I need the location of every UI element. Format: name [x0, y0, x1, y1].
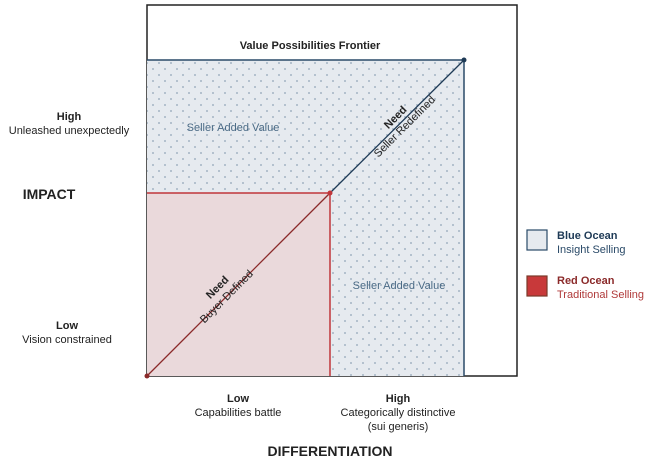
x-axis-label: DIFFERENTIATION: [268, 443, 393, 459]
legend-red-sub: Traditional Selling: [557, 289, 644, 301]
x-high-label: High: [386, 393, 411, 405]
legend-blue-title: Blue Ocean: [557, 230, 618, 242]
y-high-sub: Unleashed unexpectedly: [9, 125, 130, 137]
seller-need-diagonal: [329, 59, 465, 194]
seller-added-value-top: Seller Added Value: [187, 122, 280, 134]
y-low-sub: Vision constrained: [22, 334, 112, 346]
diagram-title: Value Possibilities Frontier: [240, 40, 381, 52]
legend: Blue Ocean Insight Selling Red Ocean Tra…: [526, 229, 644, 301]
y-low-label: Low: [56, 320, 78, 332]
legend-blue-sub: Insight Selling: [557, 244, 626, 256]
x-high-sub2: (sui generis): [368, 421, 429, 433]
buyer-need-diagonal: [146, 192, 331, 377]
red-point: [327, 190, 333, 196]
legend-blue-swatch: [526, 229, 548, 251]
frontier-point: [461, 57, 467, 63]
y-axis-label: IMPACT: [23, 186, 76, 202]
y-high-label: High: [57, 111, 82, 123]
x-low-sub: Capabilities battle: [195, 407, 282, 419]
seller-added-value-right: Seller Added Value: [353, 280, 446, 292]
x-low-label: Low: [227, 393, 249, 405]
legend-red-swatch: [526, 275, 548, 297]
legend-red-title: Red Ocean: [557, 275, 615, 287]
origin-point: [144, 373, 150, 379]
x-high-sub: Categorically distinctive: [341, 407, 456, 419]
